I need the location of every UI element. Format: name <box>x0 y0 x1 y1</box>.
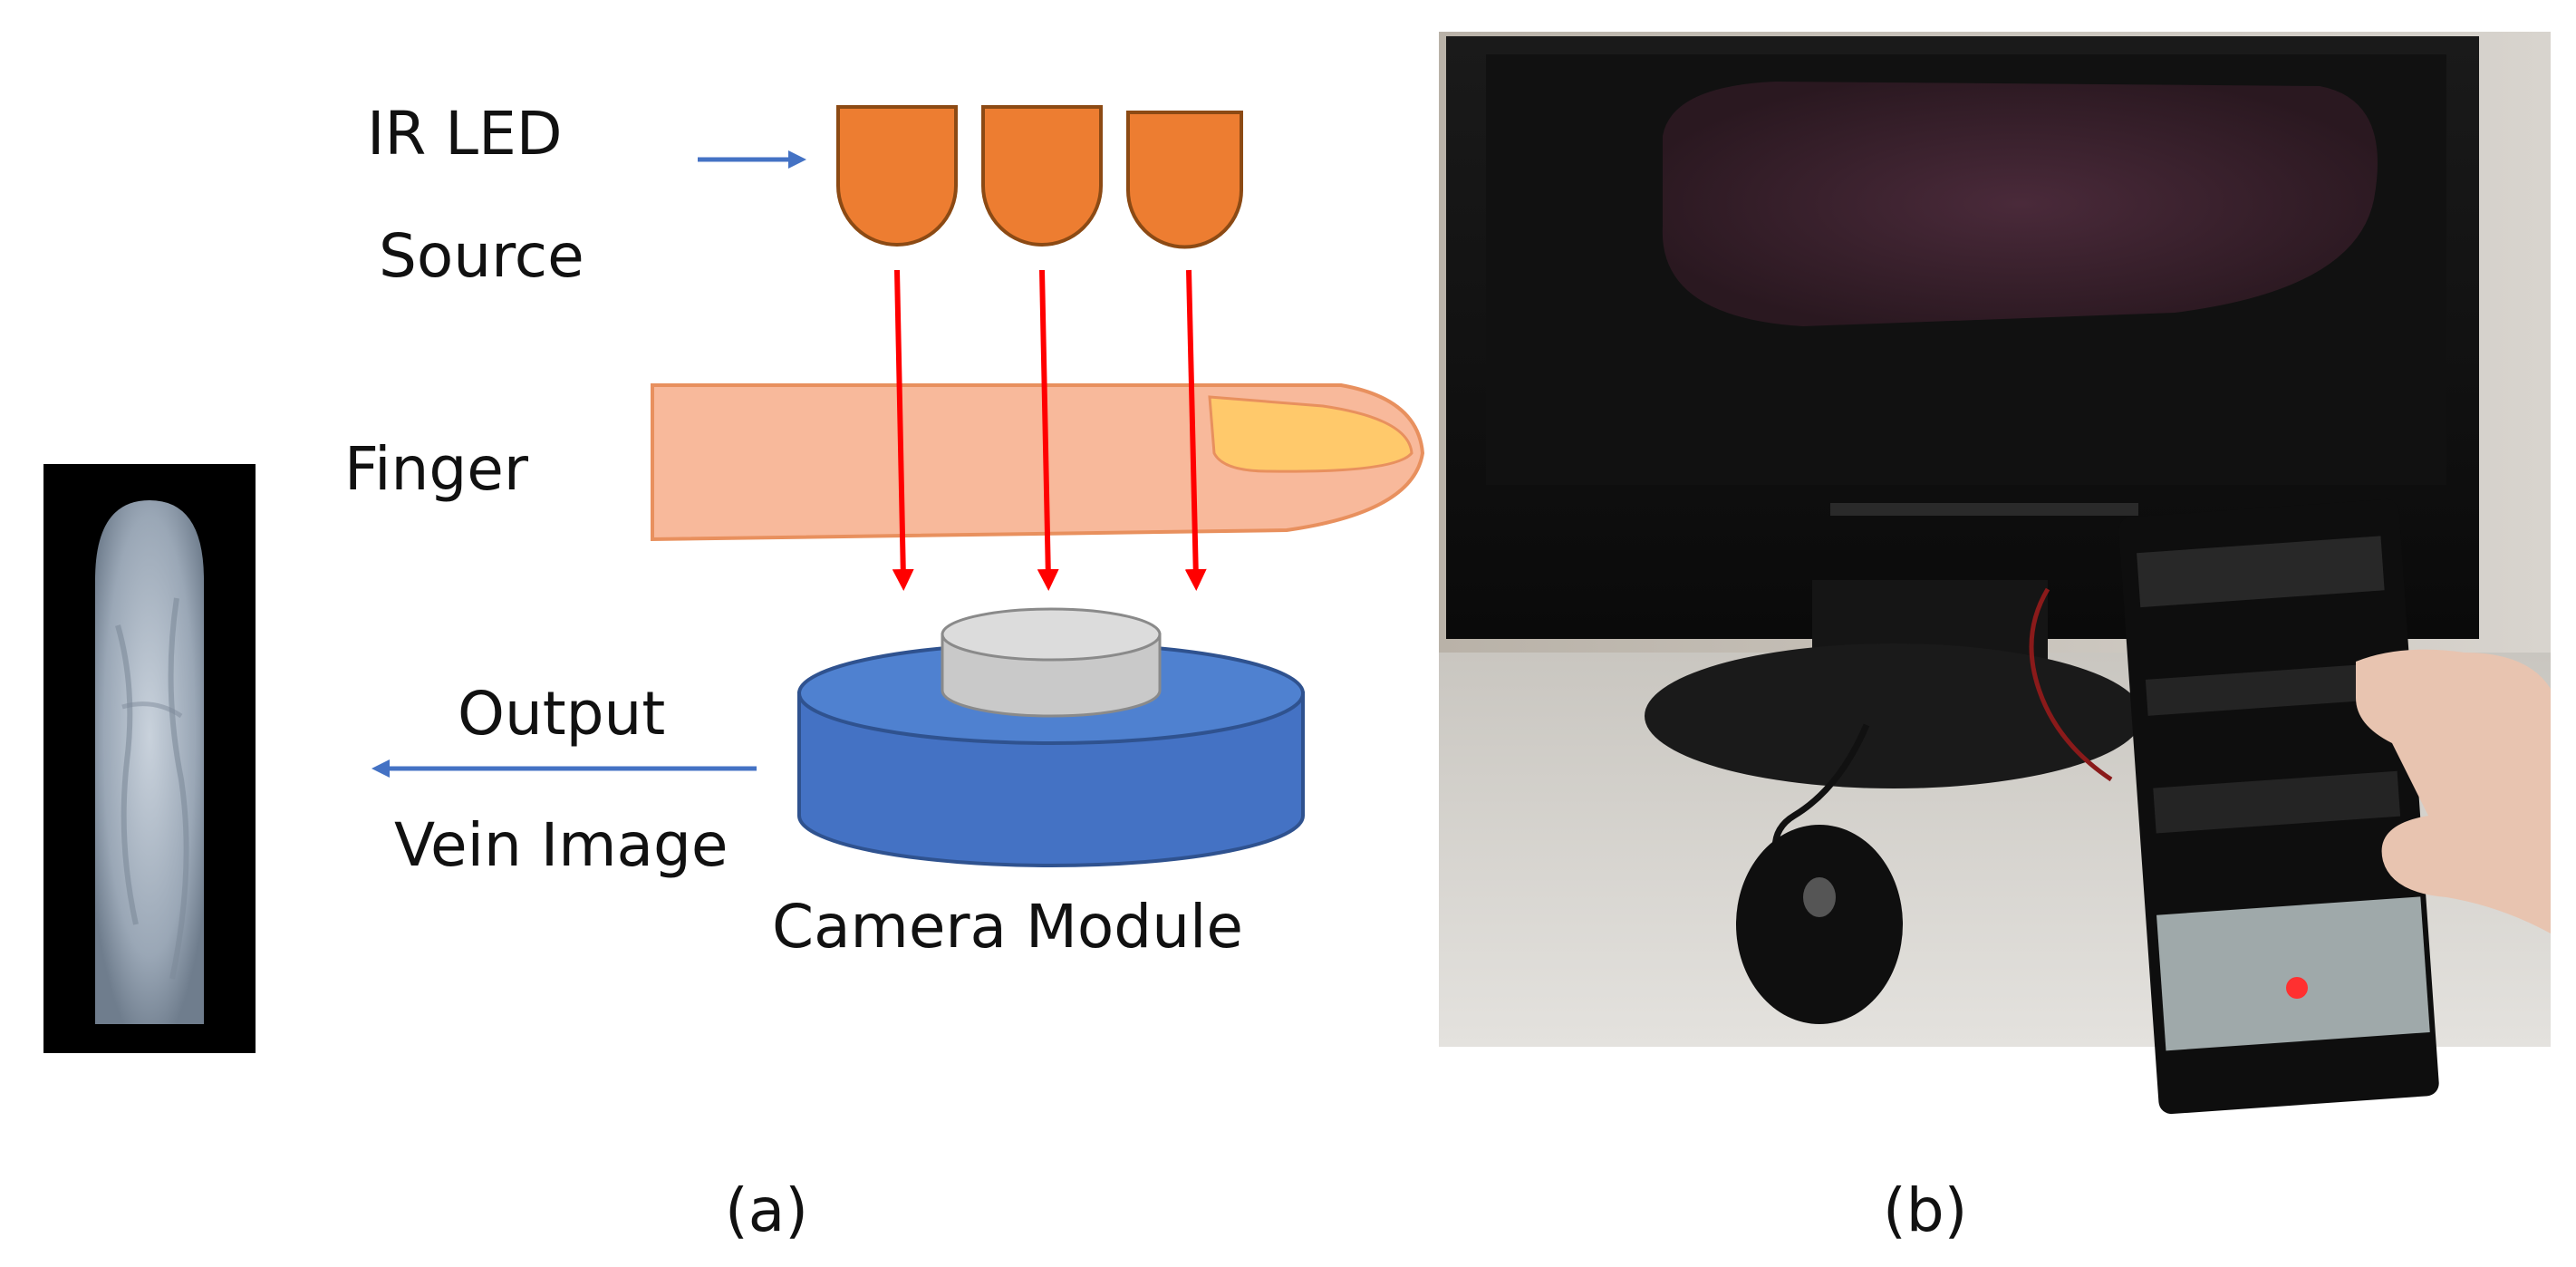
caption-b: (b) <box>1883 1175 1967 1245</box>
ir-led-2 <box>981 105 1103 247</box>
device-photo <box>1439 32 2551 1115</box>
camera-module <box>797 607 1305 867</box>
camera-lens <box>941 607 1162 718</box>
finger-label: Finger <box>344 434 529 504</box>
output-label-line2: Vein Image <box>394 810 728 880</box>
finger-vein-scanner <box>2118 498 2439 1115</box>
ir-rays <box>892 269 1207 591</box>
monitor-base <box>1645 643 2143 788</box>
fingernail <box>1208 395 1413 473</box>
hand <box>2356 649 2551 933</box>
camera-label: Camera Module <box>772 892 1243 962</box>
vein-image-thumbnail <box>43 464 256 1053</box>
caption-a: (a) <box>725 1175 808 1245</box>
led-label-line2: Source <box>379 221 584 291</box>
panel-a: IR LED Source Finger <box>43 99 1425 1245</box>
led-label-line1: IR LED <box>367 99 563 169</box>
ir-ray-3 <box>1184 269 1207 591</box>
mouse <box>1736 825 1903 1024</box>
finger-illustration <box>651 383 1425 542</box>
ir-led-1 <box>836 105 958 247</box>
panel-b: (b) <box>1439 32 2551 1245</box>
ir-led-3 <box>1126 111 1243 249</box>
ir-ray-1 <box>892 269 914 591</box>
ir-led-array <box>836 105 1243 249</box>
output-label-line1: Output <box>458 679 665 749</box>
ir-ray-2 <box>1037 269 1059 591</box>
screen-finger-image <box>1662 82 2378 326</box>
